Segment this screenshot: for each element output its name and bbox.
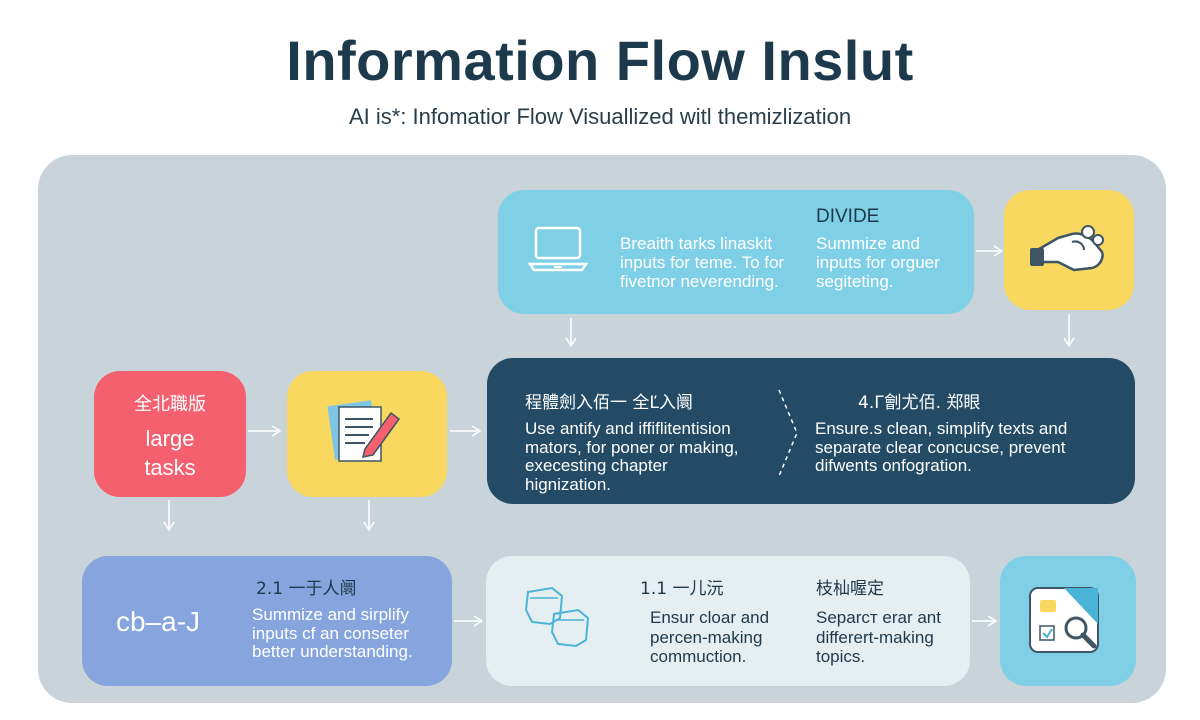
summarize-line: inputs cf an conseter xyxy=(252,623,409,643)
divide-col2-line: Summize and xyxy=(816,234,920,253)
communication-col1-line: Ensur cloar and xyxy=(650,608,770,627)
arrow-down-from-red xyxy=(163,500,175,532)
image-search-icon xyxy=(1028,584,1108,658)
process-left-line: execesting chapter xyxy=(525,456,668,476)
summarize-big-label: cb–a-J xyxy=(116,606,201,637)
process-right-line: Ensure.s clean, simplify texts and xyxy=(815,419,1068,438)
image-search-box xyxy=(1000,556,1136,686)
arrow-down-from-yellow xyxy=(363,500,375,532)
people-icon xyxy=(522,584,596,654)
page-title: Information Flow Inslut xyxy=(286,29,914,92)
summarize-box: cb–a-J 2.1 一于人阛 Summize and sirplify inp… xyxy=(82,556,452,686)
arrow-right-yellow-to-dark xyxy=(450,425,482,437)
communication-box: 1.1 一儿沅 Ensur cloar and percen-making co… xyxy=(486,556,970,686)
large-tasks-box: 全北職版 large tasks xyxy=(94,371,246,497)
process-right-heading: 4.Г劊尤佰. 郑眼 xyxy=(858,393,981,413)
arrow-right-summarize-to-communication xyxy=(454,615,484,627)
hand-icon xyxy=(1028,212,1110,288)
divide-col1-line: inputs for teme. To for xyxy=(620,253,785,273)
document-box xyxy=(287,371,447,497)
process-right-line: separate clear concucse, prevent xyxy=(815,437,1066,457)
divide-col2-line: inputs for orguer xyxy=(816,253,940,273)
chevron-divider-icon xyxy=(773,388,803,478)
divide-col1-line: fivetnor neverending. xyxy=(620,272,779,292)
process-right-line: difwents onfogration. xyxy=(815,456,972,476)
process-left-line: hignization. xyxy=(525,475,612,495)
hand-box xyxy=(1004,190,1134,310)
communication-col1-line: commuction. xyxy=(650,647,747,667)
arrow-right-red-to-yellow xyxy=(248,425,282,437)
communication-col2-heading: 枝杣喔定 xyxy=(816,579,884,599)
arrow-down-from-divide-left xyxy=(565,318,577,348)
large-tasks-line: large xyxy=(145,426,195,451)
summarize-line: better understanding. xyxy=(252,642,413,662)
divide-box: Breaith tarks linaskit inputs for teme. … xyxy=(498,190,974,314)
divide-col2-line: segiteting. xyxy=(816,272,894,292)
summarize-line: Summize and sirplify xyxy=(252,605,409,624)
large-tasks-label: 全北職版 xyxy=(134,394,206,415)
communication-col1-line: percen-making xyxy=(650,627,763,647)
large-tasks-line: tasks xyxy=(144,454,196,480)
arrow-down-from-hand xyxy=(1063,314,1075,348)
process-box: 程體劍入佰一 全Ľ入阛 Use antify and iffiflitentis… xyxy=(487,358,1135,504)
communication-col1-heading: 1.1 一儿沅 xyxy=(640,579,724,599)
communication-col2-line: differert-making xyxy=(816,627,934,647)
page-subtitle: AI is*: Infomatior Flow Visuallized witl… xyxy=(348,104,852,129)
communication-col2-line: Separcт erar ant xyxy=(816,608,941,627)
divide-col1-line: Breaith tarks linaskit xyxy=(620,234,773,253)
laptop-icon xyxy=(528,224,588,274)
process-left-heading: 程體劍入佰一 全Ľ入阛 xyxy=(525,393,693,413)
summarize-heading: 2.1 一于人阛 xyxy=(256,579,357,599)
arrow-right-communication-to-search xyxy=(972,615,998,627)
process-left-line: mators, for poner or making, xyxy=(525,437,739,457)
arrow-right-to-hand xyxy=(976,245,1004,257)
communication-col2-line: topics. xyxy=(816,647,866,667)
document-pencil-icon xyxy=(325,397,411,467)
divide-heading: DIVIDE xyxy=(816,206,880,227)
process-left-line: Use antify and iffiflitentision xyxy=(525,419,731,438)
